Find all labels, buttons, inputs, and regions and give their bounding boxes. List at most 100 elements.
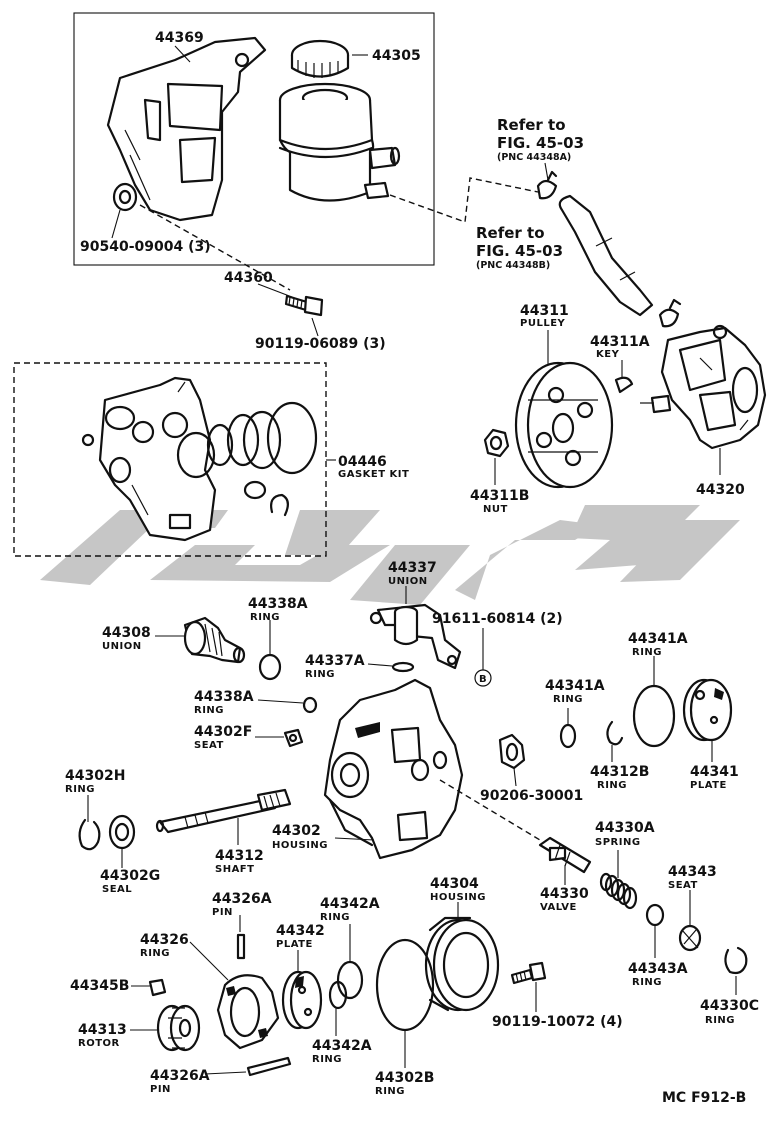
bolt-90119-10072 (510, 961, 547, 985)
label-44337A: 44337A (305, 653, 365, 669)
label-44326A-upper-sub: PIN (212, 907, 233, 918)
label-44326A-lower-sub: PIN (150, 1084, 171, 1095)
pin-44326A-lower (246, 1056, 292, 1077)
label-44337: 44337 (388, 560, 437, 576)
seal-44302G (108, 814, 136, 850)
grommet-90540 (112, 182, 138, 212)
ring-44312B (606, 720, 624, 746)
reservoir-group-box (73, 12, 435, 266)
valve-44330 (538, 836, 592, 874)
label-44341-sub: PLATE (690, 780, 727, 791)
label-44311A: 44311A (590, 334, 650, 350)
gasket-kit-parts (81, 376, 318, 542)
label-44304-sub: HOUSING (430, 892, 486, 903)
label-44313-sub: ROTOR (78, 1038, 120, 1049)
bolt-90119-06089 (284, 294, 324, 317)
label-44302G: 44302G (100, 868, 160, 884)
reservoir-tank (278, 82, 401, 202)
label-44342A-upper: 44342A (320, 896, 380, 912)
label-44330C-sub: RING (705, 1015, 735, 1026)
plate-44342 (281, 970, 323, 1030)
ring-44330C (724, 946, 748, 975)
label-44341A-small-sub: RING (553, 694, 583, 705)
bolt-callout-circle (474, 669, 492, 687)
label-44330: 44330 (540, 886, 589, 902)
union-44308 (183, 616, 246, 664)
label-91611-60814: 91611-60814 (2) (432, 611, 563, 627)
ring-44337A (391, 661, 415, 673)
gasket-kit-box (13, 362, 327, 557)
return-hose (558, 194, 654, 317)
ring-44302H (78, 818, 101, 851)
shaft-44312 (155, 788, 292, 834)
housing-44302 (323, 678, 464, 860)
label-44330-sub: VALVE (540, 902, 577, 913)
label-90119-06089: 90119-06089 (3) (255, 336, 386, 352)
label-44330A-sub: SPRING (595, 837, 641, 848)
reservoir-cap-44305 (290, 39, 350, 78)
seat-44343 (678, 924, 702, 952)
figure-code: MC F912-B (662, 1090, 746, 1106)
refer-label-1a: Refer to (497, 116, 566, 134)
label-44312B-sub: RING (597, 780, 627, 791)
label-44343-sub: SEAT (668, 880, 698, 891)
label-44341: 44341 (690, 764, 739, 780)
label-44312: 44312 (215, 848, 264, 864)
label-44345B: 44345B (70, 978, 129, 994)
label-04446: 04446 (338, 454, 387, 470)
ring-44302B (375, 938, 435, 1032)
label-44338A-upper-sub: RING (250, 612, 280, 623)
label-44330C: 44330C (700, 998, 759, 1014)
label-44342A-lower-sub: RING (312, 1054, 342, 1065)
cam-ring-44326 (216, 974, 280, 1050)
refer-label-1c: (PNC 44348A) (497, 152, 571, 163)
watermark-logo (40, 505, 740, 605)
label-44302B-sub: RING (375, 1086, 405, 1097)
label-44341A-large: 44341A (628, 631, 688, 647)
label-44312B: 44312B (590, 764, 649, 780)
label-44302B: 44302B (375, 1070, 434, 1086)
label-44342A-upper-sub: RING (320, 912, 350, 923)
pump-assembly-44320 (640, 324, 767, 450)
label-44302: 44302 (272, 823, 321, 839)
label-44313: 44313 (78, 1022, 127, 1038)
label-44308-sub: UNION (102, 641, 142, 652)
label-44326-sub: RING (140, 948, 170, 959)
hose-clamp (536, 170, 558, 200)
label-44337-sub: UNION (388, 576, 428, 587)
label-44304: 44304 (430, 876, 479, 892)
label-44338A-lower: 44338A (194, 689, 254, 705)
bracket-44369 (106, 36, 267, 222)
label-44338A-upper: 44338A (248, 596, 308, 612)
label-90540-09004: 90540-09004 (3) (80, 239, 211, 255)
label-44369: 44369 (155, 30, 204, 46)
label-04446-sub: GASKET KIT (338, 469, 409, 480)
label-44326: 44326 (140, 932, 189, 948)
pin-44326A-upper (236, 933, 246, 960)
spring-44330A (599, 872, 638, 910)
label-44342: 44342 (276, 923, 325, 939)
label-44341A-large-sub: RING (632, 647, 662, 658)
label-44343: 44343 (668, 864, 717, 880)
ring-44338A-lower (302, 696, 318, 714)
refer-label-1b: FIG. 45-03 (497, 134, 584, 152)
label-44302-sub: HOUSING (272, 840, 328, 851)
label-44342-sub: PLATE (276, 939, 313, 950)
ring-44342A-lower (328, 980, 348, 1010)
label-44341A-small: 44341A (545, 678, 605, 694)
vane-44345B (148, 978, 167, 997)
label-90119-10072: 90119-10072 (4) (492, 1014, 623, 1030)
label-44302F: 44302F (194, 724, 252, 740)
union-44337 (369, 603, 462, 670)
nut-44311B (483, 428, 510, 458)
ring-44343A (645, 903, 665, 927)
label-44302F-sub: SEAT (194, 740, 224, 751)
label-44312-sub: SHAFT (215, 864, 254, 875)
ring-44338A-upper (258, 653, 282, 681)
label-44360: 44360 (224, 270, 273, 286)
label-44308: 44308 (102, 625, 151, 641)
ring-44342A-upper (336, 960, 364, 1000)
label-44337A-sub: RING (305, 669, 335, 680)
hose-clamp-2 (658, 298, 682, 328)
